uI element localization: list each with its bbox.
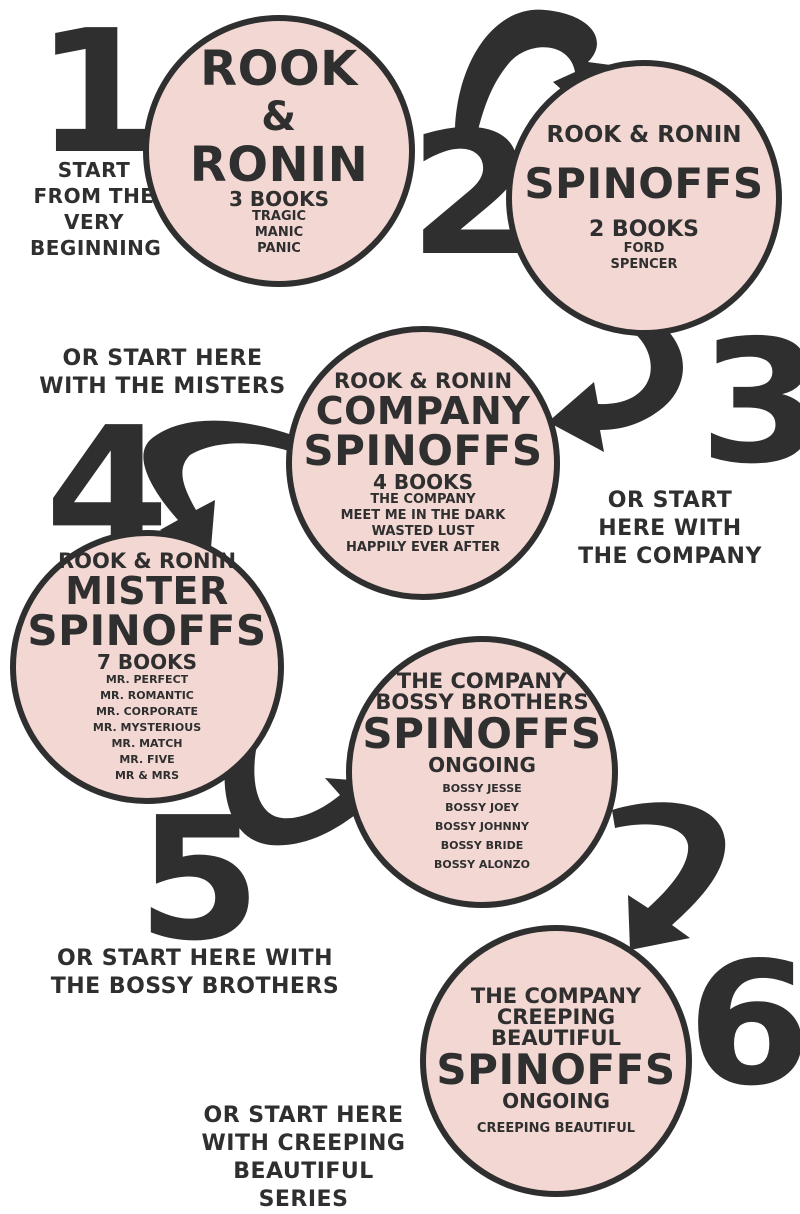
circle-title: SPINOFFS xyxy=(27,605,267,655)
book-title: BOSSY JOEY xyxy=(445,800,519,814)
step-6-note: OR START HERE WITH CREEPING BEAUTIFUL SE… xyxy=(196,1102,411,1214)
circle-title: CREEPING xyxy=(496,1004,616,1029)
note-line: BEAUTIFUL SERIES xyxy=(233,1159,374,1212)
book-title: MANIC xyxy=(254,225,304,240)
circle-title: & xyxy=(261,94,297,140)
book-title: BOSSY JOHNNY xyxy=(435,819,529,833)
circle-title: ROOK xyxy=(200,41,358,97)
note-line: START xyxy=(57,158,131,182)
circle-title: ROOK & RONIN xyxy=(57,548,237,573)
step-1-circle: ROOK & RONIN 3 BOOKS TRAGIC MANIC PANIC xyxy=(143,15,415,287)
step-1-note: START FROM THE VERY BEGINNING xyxy=(30,157,162,261)
circle-title: SPINOFFS xyxy=(436,1044,676,1094)
note-line: THE COMPANY xyxy=(578,544,762,569)
note-line: OR START HERE xyxy=(62,346,263,371)
note-line: OR START xyxy=(607,488,733,513)
circle-title: BEAUTIFUL xyxy=(491,1025,621,1050)
book-title: BOSSY JESSE xyxy=(442,781,522,795)
step-3-note: OR START HERE WITH THE COMPANY xyxy=(560,487,780,571)
step-5-circle: THE COMPANY BOSSY BROTHERS SPINOFFS ONGO… xyxy=(346,636,618,908)
book-count: ONGOING xyxy=(428,752,536,777)
circle-title: SPINOFFS xyxy=(524,158,764,208)
note-line: HERE WITH xyxy=(598,516,742,541)
circle-title: THE COMPANY xyxy=(470,983,642,1008)
circle-title: ROOK & RONIN xyxy=(546,121,742,148)
book-title: SPENCER xyxy=(610,256,678,272)
circle-title: COMPANY xyxy=(315,388,531,433)
note-line: FROM THE xyxy=(33,184,155,208)
book-title: MR & MRS xyxy=(114,768,179,782)
book-title: MR. CORPORATE xyxy=(95,704,199,718)
note-line: VERY xyxy=(64,210,124,234)
circle-title: SPINOFFS xyxy=(362,708,602,758)
arrow-2-to-3 xyxy=(548,300,683,452)
step-2-circle: ROOK & RONIN SPINOFFS 2 BOOKS FORD SPENC… xyxy=(506,60,782,336)
circle-title: RONIN xyxy=(189,137,369,193)
book-title: MR. PERFECT xyxy=(105,672,189,686)
step-4-circle: ROOK & RONIN MISTER SPINOFFS 7 BOOKS MR.… xyxy=(10,530,284,804)
arrow-4-to-5 xyxy=(224,728,378,846)
book-count: ONGOING xyxy=(502,1088,610,1113)
arrow-3-to-4 xyxy=(143,420,295,560)
arrow-5-to-6 xyxy=(612,802,726,950)
book-title: THE COMPANY xyxy=(370,491,476,507)
note-line: OR START HERE WITH xyxy=(56,946,334,971)
step-3-number: 3 xyxy=(699,318,800,488)
note-line: OR START HERE xyxy=(203,1103,404,1128)
book-title: MR. ROMANTIC xyxy=(100,688,194,702)
book-count: 2 BOOKS xyxy=(588,216,700,242)
circle-title: BOSSY BROTHERS xyxy=(375,689,589,714)
step-6-number: 6 xyxy=(687,926,800,1124)
book-title: BOSSY ALONZO xyxy=(434,857,530,871)
book-title: HAPPILY EVER AFTER xyxy=(345,539,501,555)
step-4-note: OR START HERE WITH THE MISTERS xyxy=(25,345,300,401)
step-5-note: OR START HERE WITH THE BOSSY BROTHERS xyxy=(40,945,350,1001)
book-title: BOSSY BRIDE xyxy=(440,838,524,852)
step-6-circle: THE COMPANY CREEPING BEAUTIFUL SPINOFFS … xyxy=(420,925,692,1197)
book-title: MR. FIVE xyxy=(119,752,175,766)
note-line: WITH CREEPING xyxy=(201,1131,406,1156)
step-1-number: 1 xyxy=(35,0,160,192)
book-title: MEET ME IN THE DARK xyxy=(340,507,506,523)
note-line: BEGINNING xyxy=(30,236,162,260)
circle-title: MISTER xyxy=(65,568,229,613)
note-line: WITH THE MISTERS xyxy=(39,374,286,399)
book-title: FORD xyxy=(623,240,665,256)
book-title: MR. MYSTERIOUS xyxy=(92,720,202,734)
step-5-number: 5 xyxy=(137,781,262,979)
book-count: 3 BOOKS xyxy=(228,187,330,211)
book-title: WASTED LUST xyxy=(371,523,475,539)
book-count: 4 BOOKS xyxy=(372,469,474,494)
circle-title: ROOK & RONIN xyxy=(333,368,513,393)
book-title: CREEPING BEAUTIFUL xyxy=(476,1120,636,1136)
book-title: MR. MATCH xyxy=(111,736,183,750)
book-title: PANIC xyxy=(257,241,301,256)
circle-title: THE COMPANY xyxy=(396,668,568,693)
book-title: TRAGIC xyxy=(252,209,306,224)
step-3-circle: ROOK & RONIN COMPANY SPINOFFS 4 BOOKS TH… xyxy=(286,326,560,600)
book-count: 7 BOOKS xyxy=(96,649,198,674)
note-line: THE BOSSY BROTHERS xyxy=(50,974,340,999)
circle-title: SPINOFFS xyxy=(303,425,543,475)
